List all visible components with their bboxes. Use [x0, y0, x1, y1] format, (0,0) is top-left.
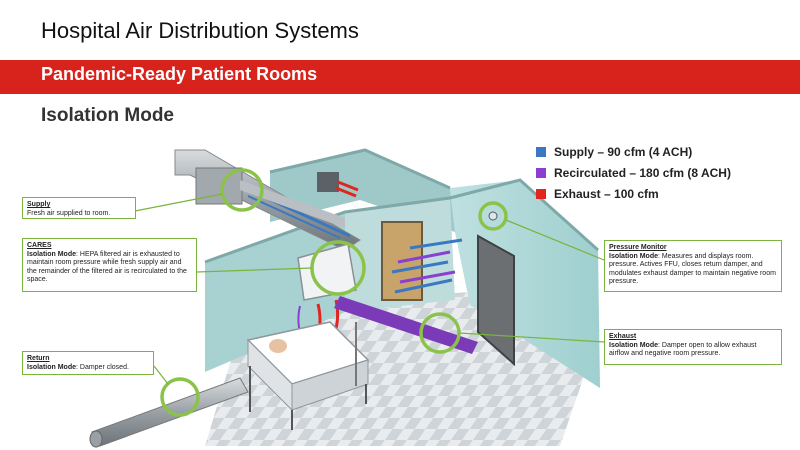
legend-item-supply: Supply – 90 cfm (4 ACH) [536, 141, 731, 162]
legend-label-exhaust: Exhaust – 100 cfm [554, 186, 659, 201]
supply-box [195, 167, 243, 205]
return-callout-title: Return [27, 355, 50, 362]
pressure-monitor-callout: Pressure Monitor Isolation Mode: Measure… [604, 240, 782, 292]
cares-callout-mode: Isolation Mode [27, 250, 76, 258]
hospital-bed [246, 321, 370, 430]
cares-callout-body: : HEPA filtered air is exhausted to main… [27, 250, 187, 284]
pressure-monitor-callout-title: Pressure Monitor [609, 244, 667, 251]
right-wall [450, 180, 600, 388]
cares-callout: CARES Isolation Mode: HEPA filtered air … [22, 238, 197, 292]
room-door [477, 234, 515, 367]
wall-top-edge [204, 178, 600, 264]
corridor-pipe [240, 180, 345, 228]
left-wall [205, 212, 345, 372]
exhaust-grille [317, 172, 339, 192]
legend-label-supply: Supply – 90 cfm (4 ACH) [554, 144, 693, 159]
return-callout: Return Isolation Mode: Damper closed. [22, 351, 154, 375]
subtitle-banner: Pandemic-Ready Patient Rooms [0, 60, 800, 94]
exhaust-callout-body: : Damper open to allow exhaust airflow a… [609, 341, 757, 358]
exhaust-duct [334, 296, 478, 354]
supply-callout-title: Supply [27, 201, 51, 208]
supply-callout-body: Fresh air supplied to room. [27, 209, 111, 217]
exhaust-callout-title: Exhaust [609, 333, 637, 340]
cares-callout-title: CARES [27, 242, 52, 249]
legend-item-recirculated: Recirculated – 180 cfm (8 ACH) [536, 162, 731, 183]
supply-highlight [220, 168, 264, 212]
legend-label-recirculated: Recirculated – 180 cfm (8 ACH) [554, 165, 731, 180]
banner-subtitle: Pandemic-Ready Patient Rooms [41, 64, 318, 84]
pressure-monitor-callout-mode: Isolation Mode [609, 252, 658, 260]
exhaust-callout: Exhaust Isolation Mode: Damper open to a… [604, 329, 782, 365]
legend-swatch-exhaust [536, 188, 546, 199]
return-callout-mode: Isolation Mode [27, 363, 76, 371]
exhaust-callout-mode: Isolation Mode [609, 341, 658, 349]
legend: Supply – 90 cfm (4 ACH) Recirculated – 1… [536, 141, 731, 204]
section-title: Isolation Mode [41, 105, 174, 126]
legend-item-exhaust: Exhaust – 100 cfm [536, 183, 731, 204]
legend-swatch-recirculated [536, 167, 546, 178]
pressure-monitor-callout-body: : Measures and displays room. pressure. … [609, 252, 776, 286]
legend-swatch-supply [536, 146, 546, 157]
pressure-monitor-highlight [478, 201, 508, 231]
pressure-monitor-device [488, 211, 498, 221]
supply-callout: Supply Fresh air supplied to room. [22, 197, 136, 219]
return-highlight [160, 377, 200, 417]
corridor-top-edge [269, 148, 451, 190]
page-title: Hospital Air Distribution Systems [41, 18, 359, 43]
return-callout-body: : Damper closed. [76, 363, 129, 371]
